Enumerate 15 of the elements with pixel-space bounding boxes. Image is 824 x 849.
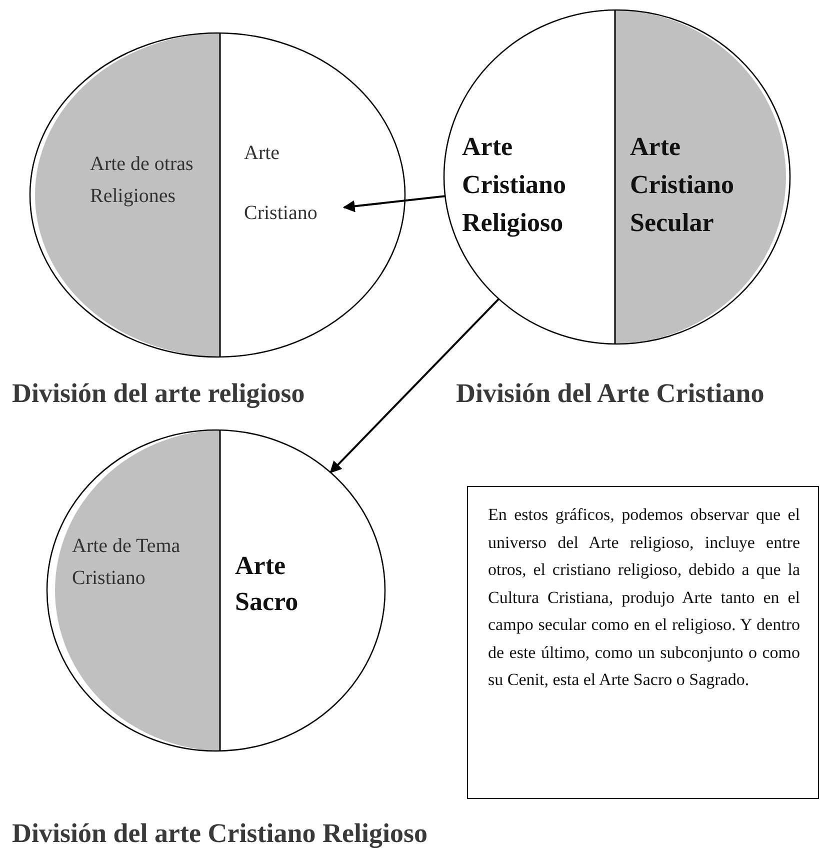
- arrow: [342, 195, 446, 212]
- divided-circle: [47, 430, 385, 751]
- diagram-caption: División del Arte Cristiano: [456, 378, 764, 409]
- note-box: [467, 486, 819, 799]
- diagram-caption: División del arte religioso: [12, 378, 305, 409]
- segment-label: Arte Sacro: [235, 548, 345, 620]
- segment-label: Arte Cristiano Religioso: [462, 128, 612, 242]
- segment-label: Arte Cristiano: [244, 123, 344, 243]
- divided-circle: [444, 10, 790, 344]
- divided-circle: [30, 33, 405, 357]
- note-text: En estos gráficos, podemos observar que el universo del Arte religioso, incluye entre otros, el cristiano religioso, debido a que la Cultura Cristiana, produjo Arte tanto en el campo secular como en el religioso. Y dentro de este último, como un subconjunto o como su Cenit, esta el Arte Sacro o Sagrado.: [488, 504, 800, 691]
- segment-label: Arte de Tema Cristiano: [72, 530, 202, 594]
- diagram-caption: División del arte Cristiano Religioso: [12, 818, 428, 849]
- segment-label: Arte de otras Religiones: [90, 148, 210, 212]
- arrow: [330, 298, 500, 474]
